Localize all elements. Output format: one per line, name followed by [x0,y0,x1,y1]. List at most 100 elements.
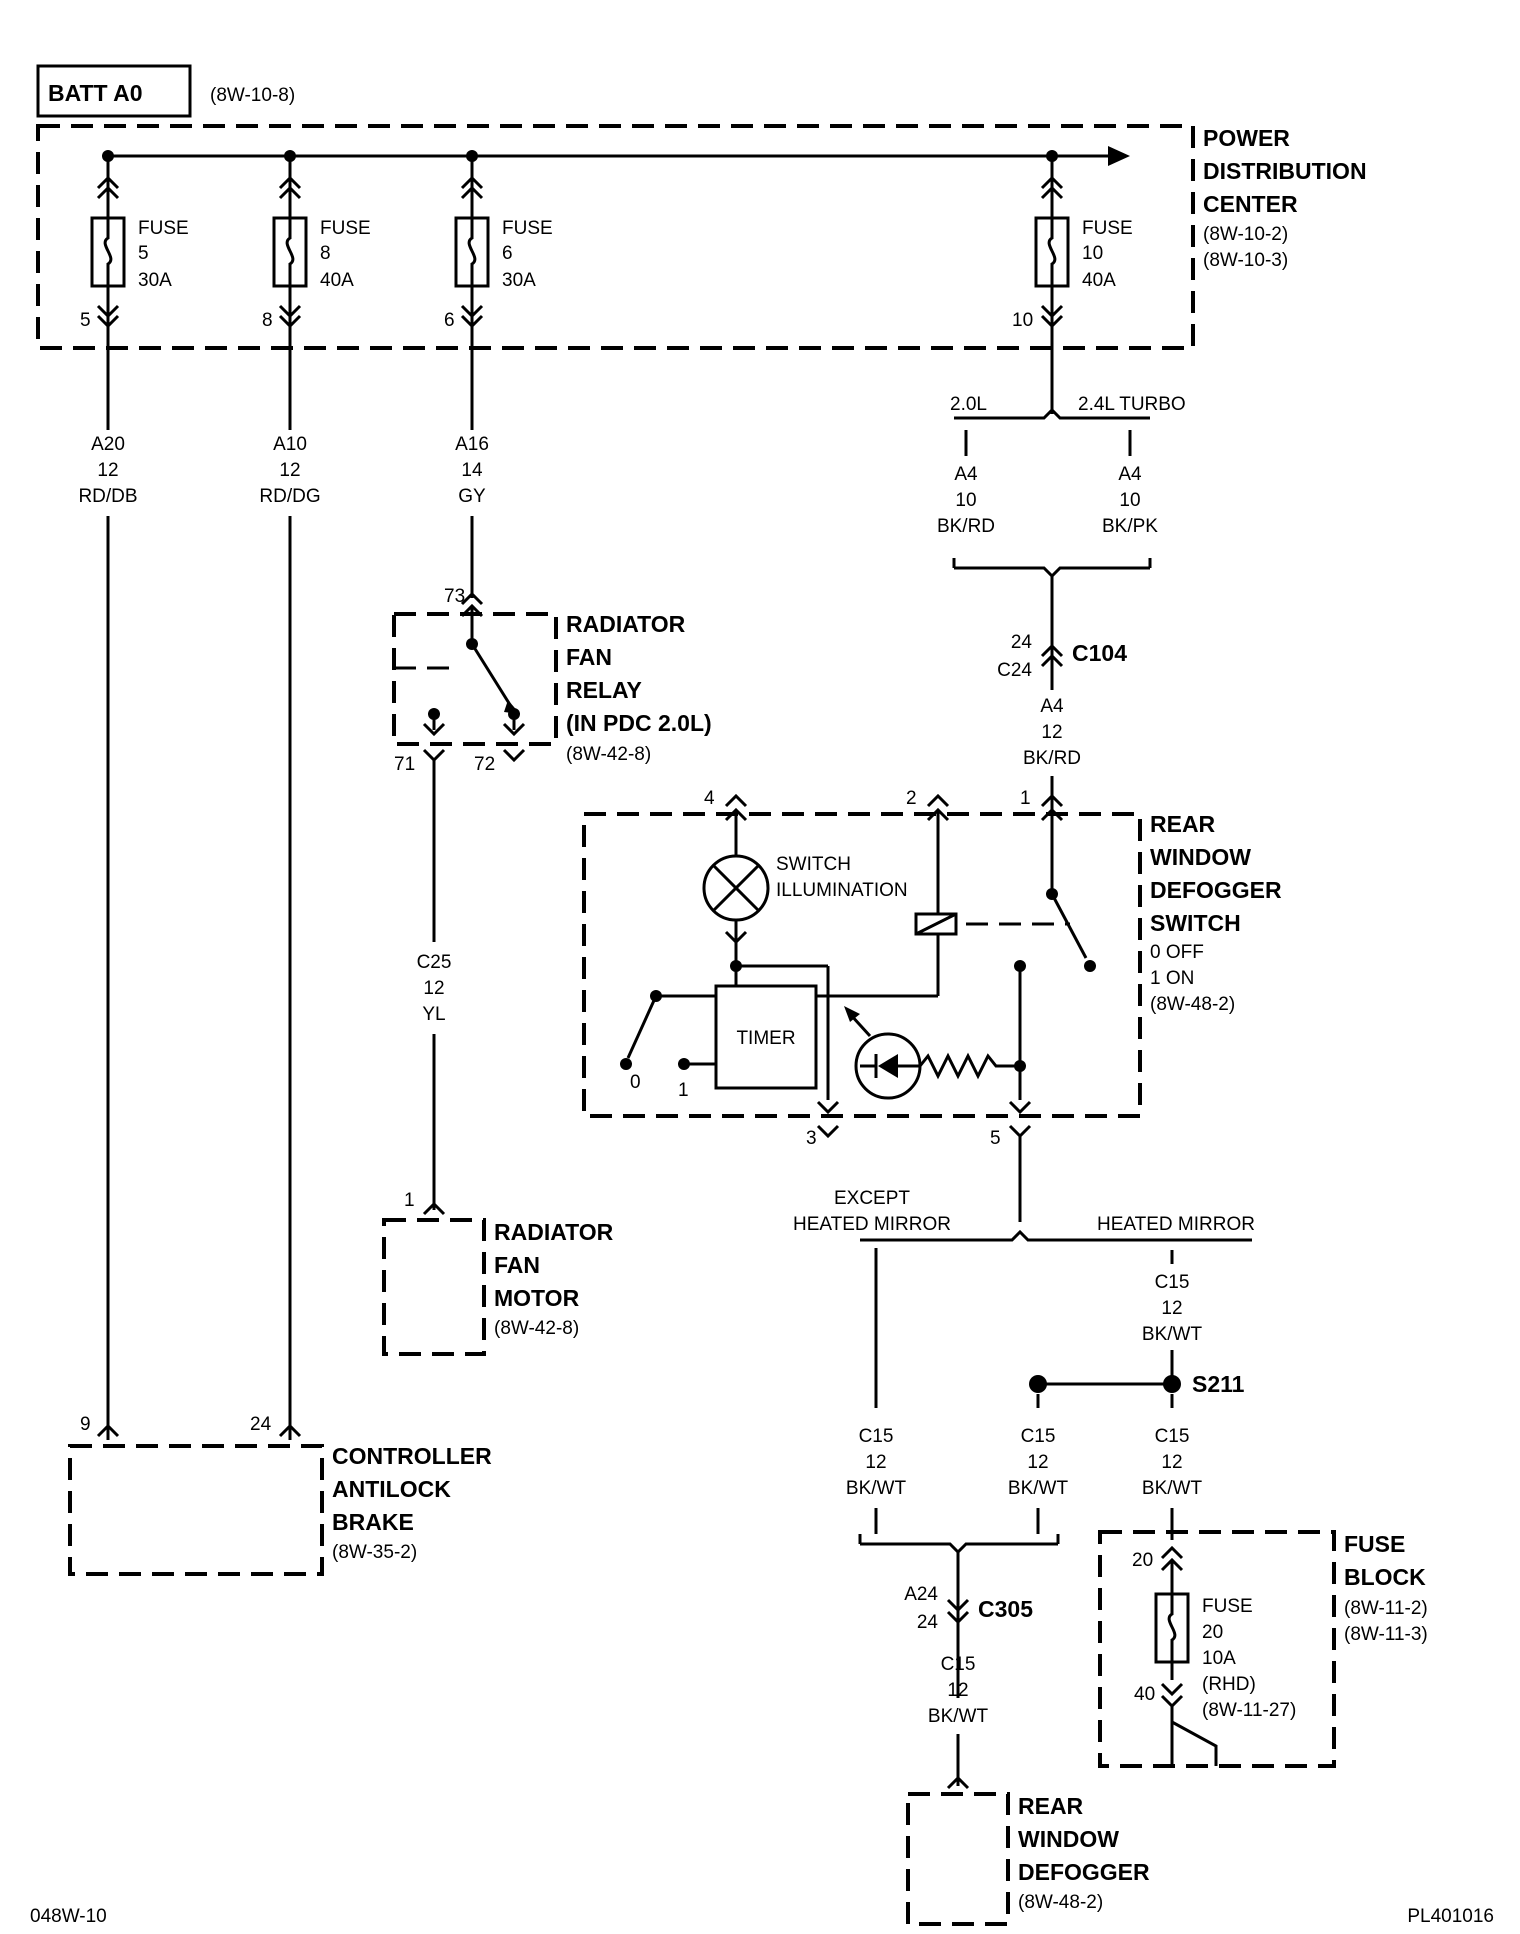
svg-text:(8W-48-2): (8W-48-2) [1018,1892,1103,1913]
svg-text:A4: A4 [1118,464,1142,485]
svg-text:10: 10 [955,490,976,511]
pdc-ref-2: (8W-10-3) [1203,250,1288,271]
svg-text:BRAKE: BRAKE [332,1509,414,1535]
s211-splice: S211 [1029,1371,1245,1408]
fuse-10: FUSE 10 40A 10 [1012,150,1133,414]
bus-arrow-icon [1108,146,1130,166]
svg-text:8: 8 [320,243,331,264]
c305-connector: C305 A24 24 C15 12 BK/WT [904,1584,1033,1786]
svg-text:73: 73 [444,586,465,607]
svg-text:6: 6 [444,310,455,331]
svg-text:5: 5 [80,310,91,331]
svg-text:6: 6 [502,243,513,264]
svg-text:EXCEPT: EXCEPT [834,1188,910,1209]
wire-a10: A10 12 RD/DG [259,434,321,1440]
svg-text:BK/WT: BK/WT [1008,1478,1069,1499]
svg-text:(RHD): (RHD) [1202,1674,1256,1695]
svg-text:HEATED MIRROR: HEATED MIRROR [793,1214,951,1235]
svg-text:10A: 10A [1202,1648,1236,1669]
svg-text:BK/WT: BK/WT [1142,1478,1203,1499]
svg-text:BLOCK: BLOCK [1344,1564,1426,1590]
controller-antilock-brake: 9 24 CONTROLLER ANTILOCK BRAKE (8W-35-2) [68,1414,492,1576]
svg-text:C25: C25 [417,952,452,973]
svg-text:RADIATOR: RADIATOR [566,611,686,637]
c104-connector: C104 24 C24 A4 12 BK/RD [997,632,1127,816]
svg-text:RELAY: RELAY [566,677,642,703]
svg-text:30A: 30A [138,270,172,291]
svg-text:C15: C15 [941,1654,976,1675]
svg-text:BK/RD: BK/RD [937,516,995,537]
svg-text:C15: C15 [859,1426,894,1447]
svg-text:YL: YL [422,1004,445,1025]
svg-text:(8W-11-27): (8W-11-27) [1202,1700,1296,1721]
svg-text:HEATED MIRROR: HEATED MIRROR [1097,1214,1255,1235]
svg-text:A20: A20 [91,434,125,455]
svg-text:12: 12 [865,1452,886,1473]
fuse-8: FUSE 8 40A 8 [262,150,371,430]
svg-text:3: 3 [806,1128,817,1149]
wire-a20: A20 12 RD/DB [78,434,138,1440]
pdc-box [36,124,1195,350]
svg-text:4: 4 [704,788,715,809]
svg-text:10: 10 [1119,490,1140,511]
batt-label: BATT A0 [48,80,143,106]
svg-text:SWITCH: SWITCH [776,854,851,875]
svg-text:1 ON: 1 ON [1150,968,1194,989]
rear-window-defogger: REAR WINDOW DEFOGGER (8W-48-2) [906,1775,1150,1926]
svg-text:RD/DG: RD/DG [259,486,320,507]
svg-text:24: 24 [917,1612,939,1633]
svg-text:BK/WT: BK/WT [846,1478,907,1499]
page-ref-left: 048W-10 [30,1906,107,1927]
svg-text:12: 12 [1161,1298,1182,1319]
svg-text:(IN PDC 2.0L): (IN PDC 2.0L) [566,710,712,736]
pdc-label-3: CENTER [1203,191,1298,217]
svg-text:24: 24 [250,1414,272,1435]
fuse-6: FUSE 6 30A 6 [444,150,553,430]
batt-ref: (8W-10-8) [210,85,295,106]
svg-text:9: 9 [80,1414,91,1435]
batt-box [36,64,192,118]
svg-text:FUSE: FUSE [138,218,189,239]
svg-text:C305: C305 [978,1596,1033,1622]
radiator-fan-motor: 1 RADIATOR FAN MOTOR (8W-42-8) [382,1190,614,1356]
svg-text:10: 10 [1082,243,1103,264]
svg-text:TIMER: TIMER [736,1028,795,1049]
wire-c15-group: C15 12 BK/WT C15 12 BK/WT C15 12 BK/WT [846,1426,1203,1698]
svg-text:2: 2 [906,788,917,809]
wire-c25: C25 12 YL [417,952,452,1210]
fuse-block: 20 40 FUSE 20 10A (RHD) (8W-11-27) FUSE … [1098,1530,1428,1768]
svg-text:8: 8 [262,310,273,331]
svg-text:12: 12 [1027,1452,1048,1473]
page-ref-right: PL401016 [1407,1906,1494,1927]
svg-text:(8W-11-3): (8W-11-3) [1344,1624,1428,1645]
svg-text:FUSE: FUSE [1082,218,1133,239]
svg-text:C15: C15 [1155,1272,1190,1293]
heated-mirror-split: EXCEPT HEATED MIRROR HEATED MIRROR C15 1… [793,1188,1255,1408]
svg-text:C24: C24 [997,660,1032,681]
svg-text:REAR: REAR [1150,811,1216,837]
svg-text:2.4L TURBO: 2.4L TURBO [1078,394,1186,415]
svg-text:BK/RD: BK/RD [1023,748,1081,769]
svg-text:GY: GY [458,486,486,507]
svg-text:14: 14 [461,460,483,481]
svg-text:BK/WT: BK/WT [928,1706,989,1727]
svg-text:RD/DB: RD/DB [78,486,137,507]
svg-text:5: 5 [138,243,149,264]
svg-text:ILLUMINATION: ILLUMINATION [776,880,908,901]
svg-text:(8W-42-8): (8W-42-8) [494,1318,579,1339]
svg-text:C15: C15 [1155,1426,1190,1447]
svg-text:MOTOR: MOTOR [494,1285,580,1311]
fuse-5: FUSE 5 30A 5 [80,150,189,430]
svg-text:C104: C104 [1072,640,1127,666]
svg-text:FUSE: FUSE [502,218,553,239]
svg-text:12: 12 [1161,1452,1182,1473]
svg-text:72: 72 [474,754,495,775]
svg-text:20: 20 [1132,1550,1153,1571]
svg-text:12: 12 [423,978,444,999]
svg-text:0: 0 [630,1072,641,1093]
svg-text:30A: 30A [502,270,536,291]
svg-text:40A: 40A [320,270,354,291]
svg-text:24: 24 [1011,632,1033,653]
svg-text:BK/WT: BK/WT [1142,1324,1203,1345]
svg-text:20: 20 [1202,1622,1223,1643]
